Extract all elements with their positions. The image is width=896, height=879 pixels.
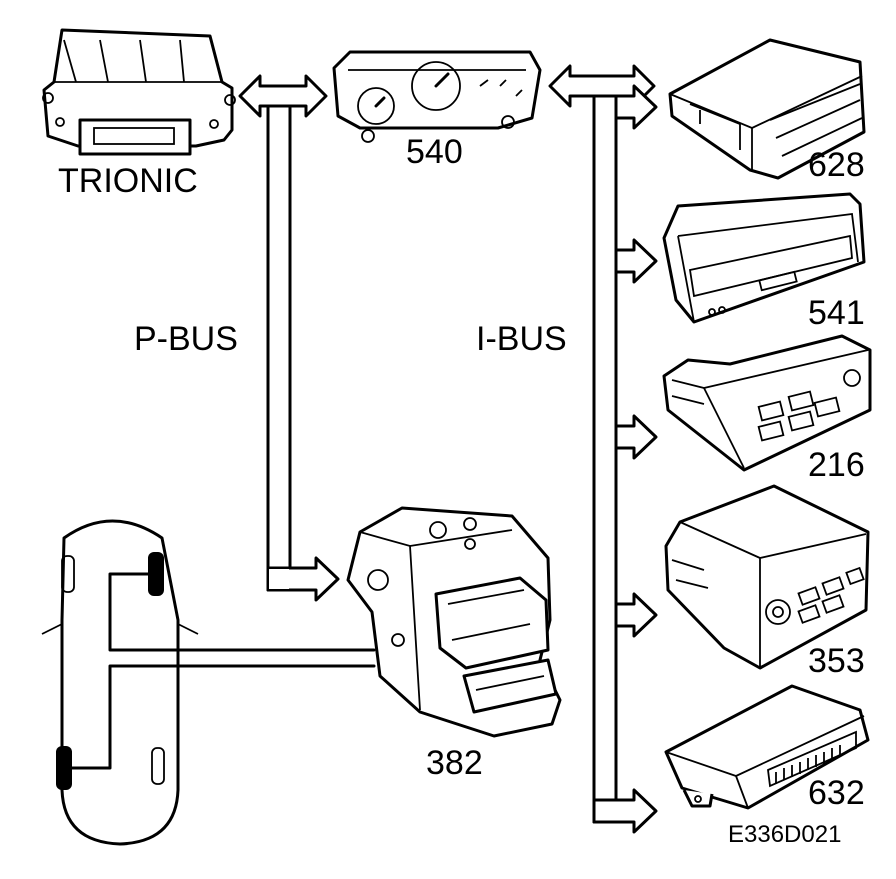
- instrument-cluster-icon: [332, 50, 542, 143]
- abs-unit-icon: [346, 506, 562, 738]
- unit-632-icon: [664, 684, 870, 810]
- car-top-view-icon: [41, 519, 199, 846]
- drawing-code-label: E336D021: [728, 821, 841, 848]
- label-540: 540: [406, 133, 463, 171]
- label-353: 353: [808, 642, 865, 680]
- unit-628-icon: [668, 38, 866, 180]
- abs-brake-lines: [180, 648, 376, 668]
- label-216: 216: [808, 446, 865, 484]
- unit-353-icon: [664, 484, 870, 670]
- label-628: 628: [808, 146, 865, 184]
- trionic-label: TRIONIC: [58, 162, 198, 200]
- unit-541-icon: [662, 192, 866, 324]
- i-bus-line: [548, 64, 658, 834]
- label-382: 382: [426, 744, 483, 782]
- label-541: 541: [808, 294, 865, 332]
- p-bus-label: P-BUS: [134, 320, 238, 358]
- trionic-ecu-icon: [42, 28, 236, 156]
- i-bus-label: I-BUS: [476, 320, 567, 358]
- unit-216-icon: [662, 334, 872, 472]
- label-632: 632: [808, 774, 865, 812]
- p-bus-line: [238, 74, 340, 602]
